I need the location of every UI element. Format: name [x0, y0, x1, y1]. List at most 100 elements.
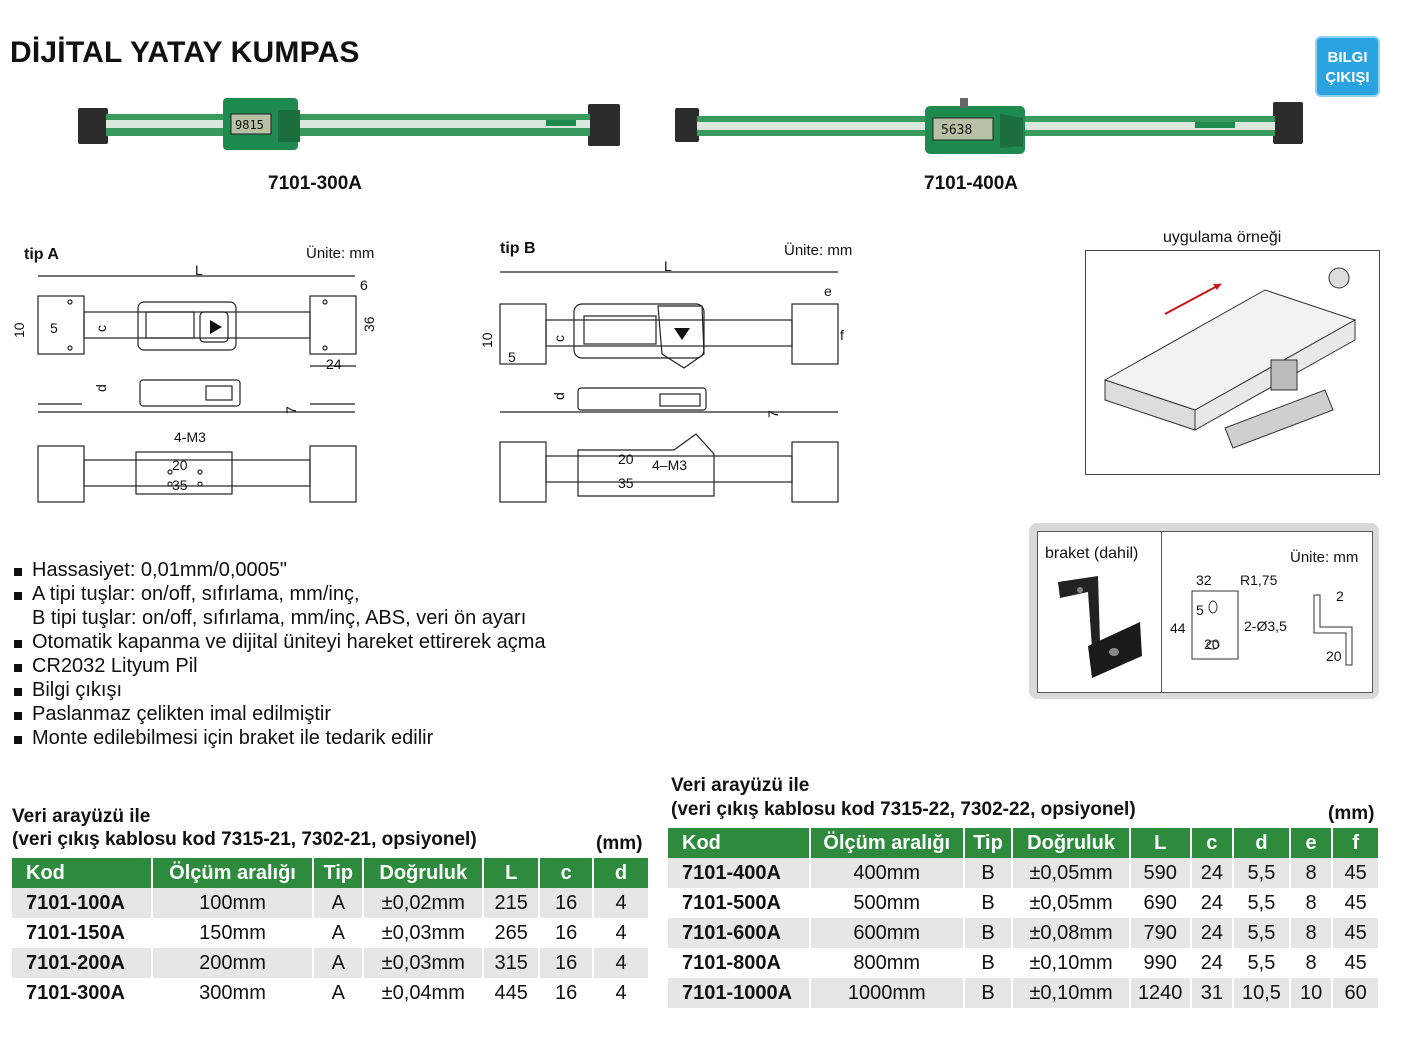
col-header: c — [1190, 828, 1235, 858]
cell: 265 — [483, 918, 541, 948]
dim-5: 5 — [50, 320, 58, 336]
feature-item: Bilgi çıkışı — [14, 678, 546, 702]
table-row: 7101-600A 600mm B ±0,08mm 790 24 5,5 8 4… — [668, 918, 1380, 948]
col-header: Tip — [313, 858, 365, 888]
col-header: Tip — [963, 828, 1014, 858]
cell: 7101-400A — [668, 858, 811, 888]
cell: ±0,04mm — [363, 978, 485, 1008]
dim-20: 20 — [172, 457, 188, 473]
cell: 600mm — [809, 918, 965, 948]
table-a-subtitle: (veri çıkış kablosu kod 7315-21, 7302-21… — [12, 829, 477, 850]
cell: 215 — [483, 888, 541, 918]
col-header: Doğruluk — [363, 858, 485, 888]
col-header: Ölçüm aralığı — [151, 858, 315, 888]
cell: 16 — [539, 948, 595, 978]
cell: ±0,10mm — [1012, 948, 1131, 978]
tip-b-drawing: L e 10 5 c f d 7 20 4–M3 35 — [479, 258, 844, 503]
cell: A — [313, 888, 365, 918]
tip-a-unit: Ünite: mm — [306, 245, 375, 262]
feature-item: Paslanmaz çelikten imal edilmiştir — [14, 702, 546, 726]
cell: 7101-150A — [12, 918, 153, 948]
cell: 7101-100A — [12, 888, 153, 918]
cell: 7101-200A — [12, 948, 153, 978]
dim-f: f — [840, 327, 844, 343]
cell: ±0,05mm — [1012, 888, 1131, 918]
cell: ±0,02mm — [363, 888, 485, 918]
cell: 100mm — [151, 888, 315, 918]
cell: 16 — [539, 918, 595, 948]
cell: 24 — [1190, 918, 1235, 948]
page-title: DİJİTAL YATAY KUMPAS — [10, 36, 360, 69]
cell: 7101-1000A — [668, 978, 811, 1008]
cell: 590 — [1129, 858, 1192, 888]
application-label: uygulama örneği — [1163, 229, 1282, 246]
table-row: 7101-100A 100mm A ±0,02mm 215 16 4 — [12, 888, 650, 918]
feature-item: CR2032 Lityum Pil — [14, 654, 546, 678]
cell: 5,5 — [1233, 858, 1291, 888]
cell: 790 — [1129, 918, 1192, 948]
cell: 4 — [593, 888, 650, 918]
tip-a-drawing: L 6 10 5 c 36 24 d 7 4-M3 20 35 — [11, 262, 377, 503]
spec-table-b: Kod Ölçüm aralığı Tip Doğruluk L c d e f… — [668, 828, 1380, 1008]
dim-c: c — [93, 325, 109, 332]
cell: 4 — [593, 978, 650, 1008]
bracket-dim-2: 2 — [1336, 588, 1344, 604]
cell: 31 — [1190, 978, 1235, 1008]
cell: 45 — [1332, 858, 1380, 888]
cell: 1240 — [1129, 978, 1192, 1008]
col-header: Ölçüm aralığı — [809, 828, 965, 858]
cell: 8 — [1289, 948, 1334, 978]
cell: B — [963, 918, 1014, 948]
cell: 10 — [1289, 978, 1334, 1008]
cell: 300mm — [151, 978, 315, 1008]
col-header: f — [1332, 828, 1380, 858]
cell: 7101-800A — [668, 948, 811, 978]
cell: 445 — [483, 978, 541, 1008]
col-header: Kod — [668, 828, 811, 858]
cell: 8 — [1289, 918, 1334, 948]
cell: 8 — [1289, 888, 1334, 918]
table-b-title: Veri arayüzü ile — [671, 775, 810, 796]
dim-c-b: c — [551, 335, 567, 342]
feature-item: B tipi tuşlar: on/off, sıfırlama, mm/inç… — [32, 607, 527, 629]
cell: A — [313, 978, 365, 1008]
cell: B — [963, 888, 1014, 918]
cell: A — [313, 948, 365, 978]
table-row: 7101-400A 400mm B ±0,05mm 590 24 5,5 8 4… — [668, 858, 1380, 888]
feature-item: Hassasiyet: 0,01mm/0,0005" — [14, 558, 546, 582]
bracket-dim-5: 5 — [1196, 602, 1204, 618]
cell: 5,5 — [1233, 918, 1291, 948]
cell: 24 — [1190, 948, 1235, 978]
feature-item: Monte edilebilmesi için braket ile tedar… — [14, 726, 546, 750]
bracket-dim-32: 32 — [1196, 572, 1212, 588]
table-row: 7101-800A 800mm B ±0,10mm 990 24 5,5 8 4… — [668, 948, 1380, 978]
table-row: 7101-200A 200mm A ±0,03mm 315 16 4 — [12, 948, 650, 978]
cell: B — [963, 978, 1014, 1008]
cell: A — [313, 918, 365, 948]
feature-list: Hassasiyet: 0,01mm/0,0005" A tipi tuşlar… — [14, 558, 546, 750]
dim-35-b: 35 — [618, 475, 634, 491]
bracket-dim-r175: R1,75 — [1240, 572, 1278, 588]
col-header: L — [1129, 828, 1192, 858]
cell: 315 — [483, 948, 541, 978]
dim-d: d — [93, 384, 109, 392]
dim-6: 6 — [360, 277, 368, 293]
cell: 7101-600A — [668, 918, 811, 948]
cell: 5,5 — [1233, 948, 1291, 978]
dim-7-b: 7 — [765, 410, 781, 418]
cell: B — [963, 948, 1014, 978]
cell: 8 — [1289, 858, 1334, 888]
col-header: d — [1233, 828, 1291, 858]
bracket-dim-44: 44 — [1170, 620, 1186, 636]
cell: 7101-500A — [668, 888, 811, 918]
cell: 4 — [593, 918, 650, 948]
table-header-row: Kod Ölçüm aralığı Tip Doğruluk L c d e f — [668, 828, 1380, 858]
bracket-divider — [1161, 531, 1162, 693]
cell: 24 — [1190, 858, 1235, 888]
feature-item: Otomatik kapanma ve dijital üniteyi hare… — [14, 630, 546, 654]
bracket-dim-2d35: 2-Ø3,5 — [1244, 618, 1287, 634]
spec-table-a: Kod Ölçüm aralığı Tip Doğruluk L c d 710… — [12, 858, 650, 1008]
bracket-label: braket (dahil) — [1045, 545, 1139, 562]
cell: ±0,03mm — [363, 948, 485, 978]
cell: 45 — [1332, 888, 1380, 918]
